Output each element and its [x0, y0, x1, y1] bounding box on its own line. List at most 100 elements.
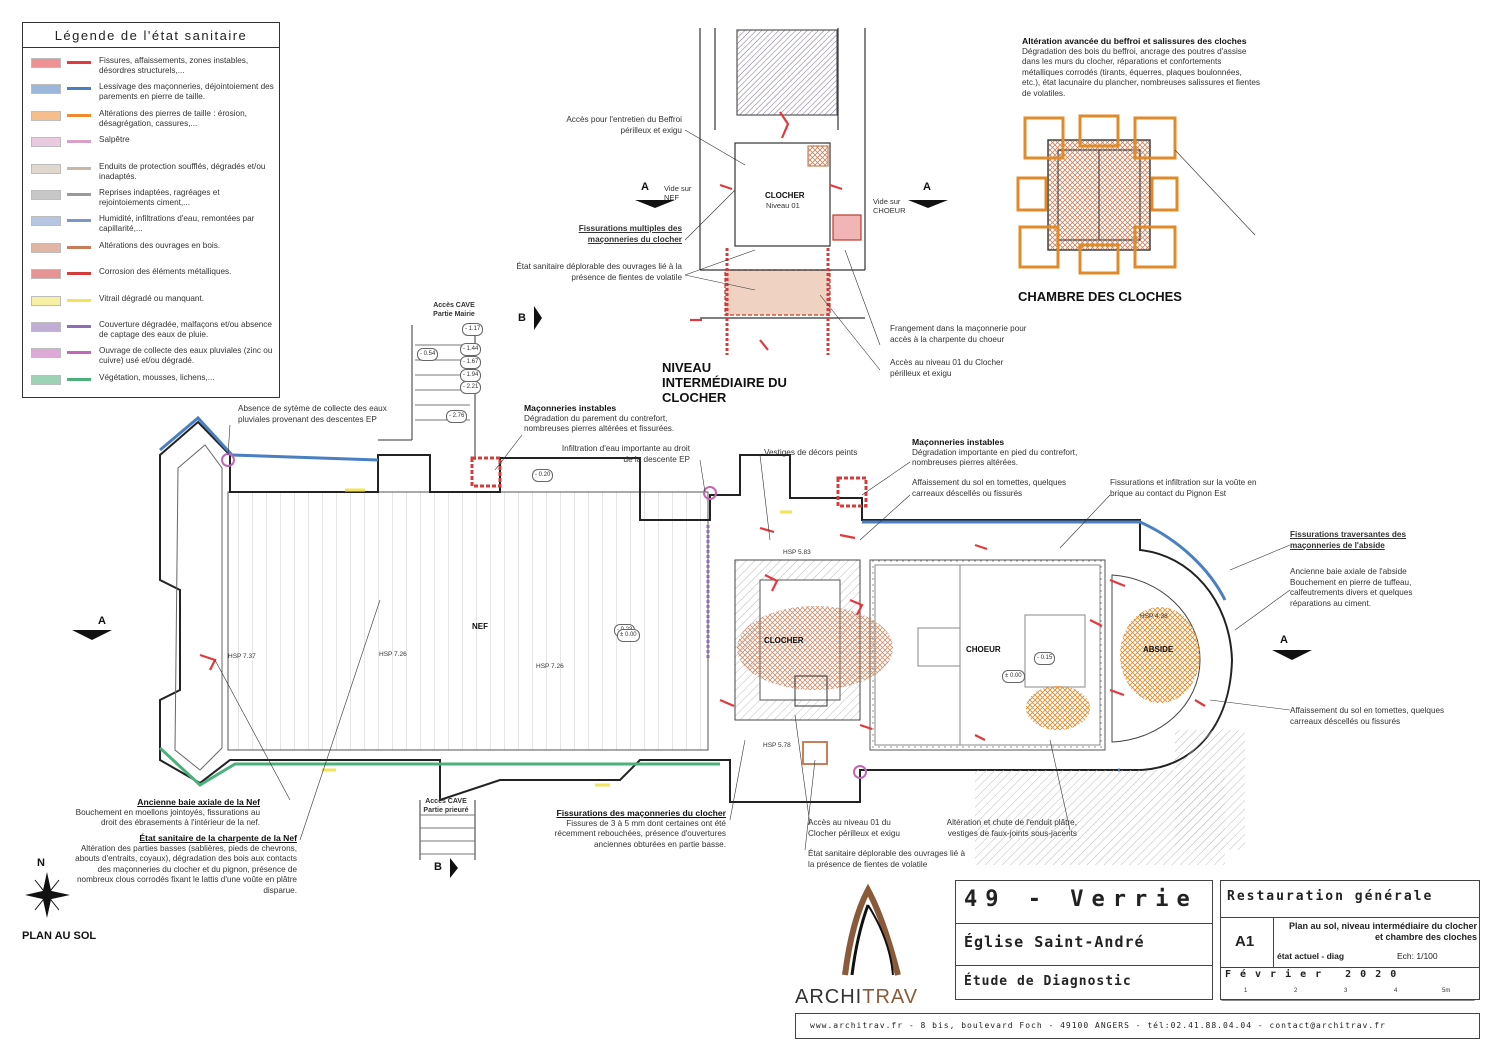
- legend-item: Végétation, mousses, lichens,...: [23, 373, 279, 397]
- legend-line: [67, 325, 91, 328]
- scale-tick-label: 2: [1294, 988, 1298, 994]
- note-fissurations-voute: Fissurations et infiltration sur la voût…: [1110, 478, 1257, 498]
- note-infiltration: Infiltration d'eau importante au droit d…: [561, 444, 690, 464]
- legend-item-label: Lessivage des maçonneries, déjointoiemen…: [99, 82, 274, 102]
- legend-item: Altérations des pierres de taille : éros…: [23, 109, 279, 133]
- legend-item: Fissures, affaissements, zones instables…: [23, 56, 279, 80]
- room-abside: ABSIDE: [1143, 645, 1174, 654]
- legend-swatch: [31, 374, 61, 385]
- level-abside: HSP 4.38: [1140, 613, 1168, 620]
- note-etat-deplorable-2: État sanitaire déplorable des ouvrages l…: [808, 849, 966, 869]
- legend-item-label: Altérations des ouvrages en bois.: [99, 240, 221, 250]
- section-b-north: B: [518, 312, 526, 324]
- legend-item: Enduits de protection soufflés, dégradés…: [23, 162, 279, 186]
- legend-item: Lessivage des maçonneries, déjointoiemen…: [23, 82, 279, 106]
- note-charpente: État sanitaire de la charpente de la Nef…: [72, 833, 297, 896]
- title-plan-au-sol: PLAN AU SOL: [22, 930, 97, 942]
- level-nef: HSP 7.26: [536, 663, 564, 670]
- level-tag: - 1.17: [462, 323, 484, 336]
- titleblock-location: 49 - Verrie Église Saint-André Étude de …: [955, 880, 1213, 1000]
- note-beffroi-title: Altération avancée du beffroi et salissu…: [1022, 36, 1247, 46]
- legend-swatch: [31, 216, 61, 227]
- level-tag: - 0.20: [532, 469, 554, 482]
- section-a-right: A: [1280, 634, 1288, 646]
- note-abside-title: Fissurations traversantes des maçonnerie…: [1290, 530, 1407, 550]
- level-clocher-low: HSP 5.78: [763, 742, 791, 749]
- legend-item: Reprises indaptées, ragréages et rejoint…: [23, 188, 279, 212]
- scale-tick-label: 3: [1344, 988, 1348, 994]
- level-nef-2: HSP 7.26: [379, 651, 407, 658]
- tb-project: Restauration générale: [1227, 889, 1434, 904]
- tb-scale: Ech: 1/100: [1397, 951, 1438, 961]
- vide-sur-choeur: Vide sur CHOEUR: [873, 197, 906, 215]
- brand-trav: TRAV: [862, 986, 919, 1008]
- note-absence-collecte: Absence de sytème de collecte des eaux p…: [238, 404, 387, 424]
- tb-sheet-cell: A1: [1221, 917, 1274, 967]
- legend-line: [67, 61, 91, 64]
- legend-item-label: Salpêtre: [99, 135, 130, 145]
- legend-line: [67, 87, 91, 91]
- vide-sur-nef: Vide sur NEF: [664, 184, 692, 202]
- legend-line: [67, 351, 91, 355]
- legend-item: Humidité, infiltrations d'eau, remontées…: [23, 214, 279, 238]
- note-beffroi-text: Dégradation des bois du beffroi, ancrage…: [1022, 46, 1261, 98]
- note-etat-deplorable-1: État sanitaire déplorable des ouvrages l…: [516, 262, 682, 282]
- level-tag: - 0.54: [417, 348, 439, 361]
- level-tag: - 1.67: [460, 356, 482, 369]
- legend-item-label: Enduits de protection soufflés, dégradés…: [99, 161, 266, 181]
- legend-swatch: [31, 322, 61, 332]
- section-a-tower-right: A: [923, 181, 931, 193]
- titleblock-project: Restauration générale A1 Plan au sol, ni…: [1220, 880, 1480, 1000]
- level-clocher: HSP 5.83: [783, 549, 811, 556]
- legend-item: Couverture dégradée, malfaçons et/ou abs…: [23, 320, 279, 344]
- level-tag: ± 0.00: [617, 629, 640, 642]
- legend-line: [67, 219, 91, 223]
- note-maconneries-1-title: Maçonneries instables: [524, 403, 617, 413]
- cave-prieure: Accès CAVE Partie prieuré: [423, 798, 469, 814]
- north-arrow-graphic: [25, 872, 70, 918]
- tb-church: Église Saint-André: [964, 933, 1145, 951]
- note-fissurations-multiples: Fissurations multiples des maçonneries d…: [578, 224, 682, 244]
- legend-item: Vitrail dégradé ou manquant.: [23, 294, 279, 318]
- note-baie-abside: Ancienne baie axiale de l'abside Bouchem…: [1290, 567, 1413, 608]
- note-frangement: Frangement dans la maçonnerie pour accès…: [890, 324, 1027, 344]
- room-clocher-niveau-sub: Niveau 01: [766, 201, 800, 210]
- legend-swatch: [31, 242, 61, 253]
- legend-line: [67, 193, 91, 196]
- note-vestiges: Vestiges de décors peints: [764, 448, 858, 457]
- note-maconneries-1: Maçonneries instables Dégradation du par…: [524, 403, 704, 435]
- tb-study: Étude de Diagnostic: [964, 974, 1132, 989]
- note-maconneries-1-text: Dégradation du parement du contrefort, n…: [524, 413, 675, 434]
- legend-item-label: Humidité, infiltrations d'eau, remontées…: [99, 214, 255, 234]
- section-markers: [72, 200, 1312, 878]
- legend-item: Ouvrage de collecte des eaux pluviales (…: [23, 346, 279, 370]
- legend-item-label: Vitrail dégradé ou manquant.: [99, 293, 204, 303]
- note-baie-nef: Ancienne baie axiale de la Nef Bouchemen…: [60, 797, 260, 829]
- note-maconneries-2-title: Maçonneries instables: [912, 437, 1005, 447]
- legend-item: Altérations des ouvrages en bois.: [23, 241, 279, 265]
- legend-line: [67, 377, 91, 381]
- legend-item-label: Altérations des pierres de taille : éros…: [99, 108, 247, 128]
- footer-contact: www.architrav.fr - 8 bis, boulevard Foch…: [795, 1013, 1480, 1039]
- legend-swatch: [31, 348, 61, 359]
- room-clocher: CLOCHER: [764, 636, 804, 645]
- note-charpente-title: État sanitaire de la charpente de la Nef: [139, 833, 297, 843]
- scale-tick-label: 5m: [1442, 988, 1451, 994]
- legend-item-label: Reprises indaptées, ragréages et rejoint…: [99, 188, 220, 207]
- legend-line: [67, 166, 91, 170]
- note-fissurations-clocher: Fissurations des maçonneries du clocher …: [530, 808, 726, 850]
- legend-swatch: [31, 110, 61, 121]
- legend-swatch: [31, 269, 61, 280]
- note-affaissement-2: Affaissement du sol en tomettes, quelque…: [1290, 706, 1445, 726]
- leader-lines: [214, 129, 1291, 851]
- legend-item-label: Ouvrage de collecte des eaux pluviales (…: [99, 346, 273, 366]
- brand-archi: ARCHI: [795, 986, 863, 1008]
- cave-mairie: Accès CAVE Partie Mairie: [433, 302, 475, 318]
- level-tag: - 1.94: [460, 369, 482, 382]
- tb-city: 49 - Verrie: [964, 887, 1198, 912]
- note-baie-nef-text: Bouchement en moellons jointoyés, fissur…: [75, 807, 260, 828]
- note-charpente-text: Altération des parties basses (sablières…: [75, 843, 297, 895]
- level-tag: - 1.44: [460, 343, 482, 356]
- legend-item-label: Végétation, mousses, lichens,...: [99, 372, 215, 382]
- note-beffroi: Altération avancée du beffroi et salissu…: [1022, 36, 1262, 99]
